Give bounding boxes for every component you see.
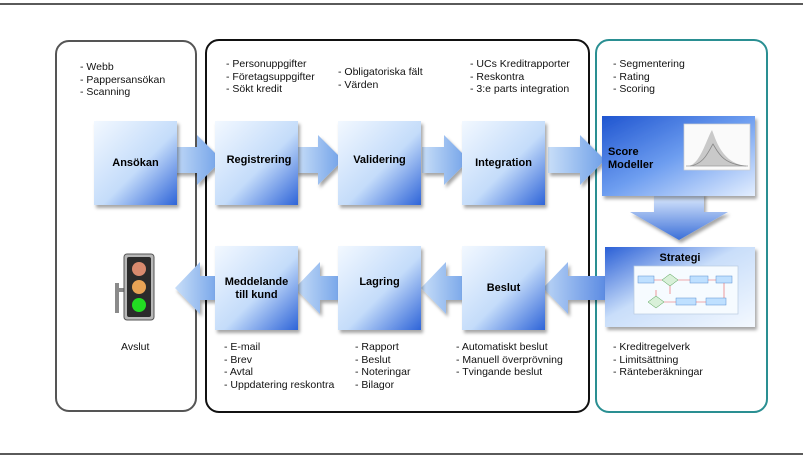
box-meddelande [215, 246, 298, 330]
list-item: E-mail [224, 341, 334, 354]
bottom-rule [0, 453, 803, 455]
list-item: UCs Kreditrapporter [470, 58, 569, 71]
list-item: Scoring [613, 83, 685, 96]
lagring-bullets: Rapport Beslut Noteringar Bilagor [355, 341, 410, 391]
list-item: 3:e parts integration [470, 83, 570, 96]
ansokan-label: Ansökan [112, 157, 159, 169]
list-item: Uppdatering reskontra [224, 379, 334, 392]
meddelande-bullets: E-mail Brev Avtal Uppdatering reskontra [224, 341, 334, 391]
score-label-line2: Modeller [608, 159, 654, 171]
list-item: Ränteberäkningar [613, 366, 702, 379]
list-item: Segmentering [613, 58, 684, 71]
arrow-meddelande-to-avslut [175, 262, 222, 314]
integration-bullets: UCs Kreditrapporter Reskontra 3:e parts … [470, 58, 570, 96]
list-item: Pappersansökan [80, 74, 165, 87]
arrow-lagring-to-meddelande [295, 262, 344, 314]
process-panel [205, 39, 590, 413]
input-panel [55, 40, 197, 412]
list-item: Bilagor [355, 379, 410, 392]
list-item: Värden [338, 79, 423, 92]
list-item: Brev [224, 354, 334, 367]
list-item: Reskontra [470, 71, 570, 84]
list-item: Beslut [355, 354, 410, 367]
analytics-bottom-bullets: Kreditregelverk Limitsättning Ränteberäk… [613, 341, 703, 379]
analytics-panel [595, 39, 768, 413]
list-item: Limitsättning [613, 354, 703, 367]
validering-label: Validering [353, 154, 406, 166]
list-item: Avtal [224, 366, 334, 379]
list-item: Scanning [80, 86, 165, 99]
arrow-integration-to-score [548, 135, 605, 185]
list-item: Manuell överprövning [456, 354, 562, 367]
input-bullets: Webb Pappersansökan Scanning [80, 61, 165, 99]
meddelande-label-line2: till kund [235, 289, 278, 301]
list-item: Kreditregelverk [613, 341, 703, 354]
box-integration [462, 121, 545, 205]
strategi-label: Strategi [659, 252, 701, 264]
lagring-label: Lagring [359, 276, 400, 288]
validering-bullets: Obligatoriska fält Värden [338, 66, 423, 92]
list-item: Tvingande beslut [456, 366, 563, 379]
registrering-bullets: Personuppgifter Företagsuppgifter Sökt k… [226, 58, 315, 96]
beslut-bullets: Automatiskt beslut Manuell överprövning … [456, 341, 563, 379]
analytics-top-bullets: Segmentering Rating Scoring [613, 58, 685, 96]
flowchart-icon [633, 265, 739, 315]
arrow-strategi-to-beslut [543, 262, 615, 314]
registrering-label: Registrering [226, 154, 292, 166]
arrow-registrering-to-validering [296, 135, 343, 185]
list-item: Webb [80, 61, 165, 74]
meddelande-label-line1: Meddelande [224, 276, 289, 288]
top-rule [0, 3, 803, 5]
arrow-ansokan-to-registrering [170, 135, 222, 185]
arrow-validering-to-integration [422, 135, 469, 185]
distribution-curve-icon [683, 123, 751, 171]
beslut-label: Beslut [486, 282, 521, 294]
list-item: Företagsuppgifter [226, 71, 314, 84]
list-item: Rating [613, 71, 685, 84]
avslut-label: Avslut [121, 341, 150, 353]
score-label-line1: Score [608, 146, 639, 158]
arrow-beslut-to-lagring [421, 262, 470, 314]
traffic-light-icon [115, 253, 155, 321]
integration-label: Integration [475, 157, 532, 169]
box-validering [338, 121, 421, 205]
list-item: Rapport [355, 341, 410, 354]
box-ansokan [94, 121, 177, 205]
box-beslut [462, 246, 545, 330]
arrow-score-to-strategi [630, 193, 728, 240]
list-item: Obligatoriska fält [338, 66, 422, 79]
list-item: Personuppgifter [226, 58, 315, 71]
list-item: Automatiskt beslut [456, 341, 563, 354]
list-item: Sökt kredit [226, 83, 315, 96]
box-lagring [338, 246, 421, 330]
list-item: Noteringar [355, 366, 410, 379]
box-registrering [215, 121, 298, 205]
